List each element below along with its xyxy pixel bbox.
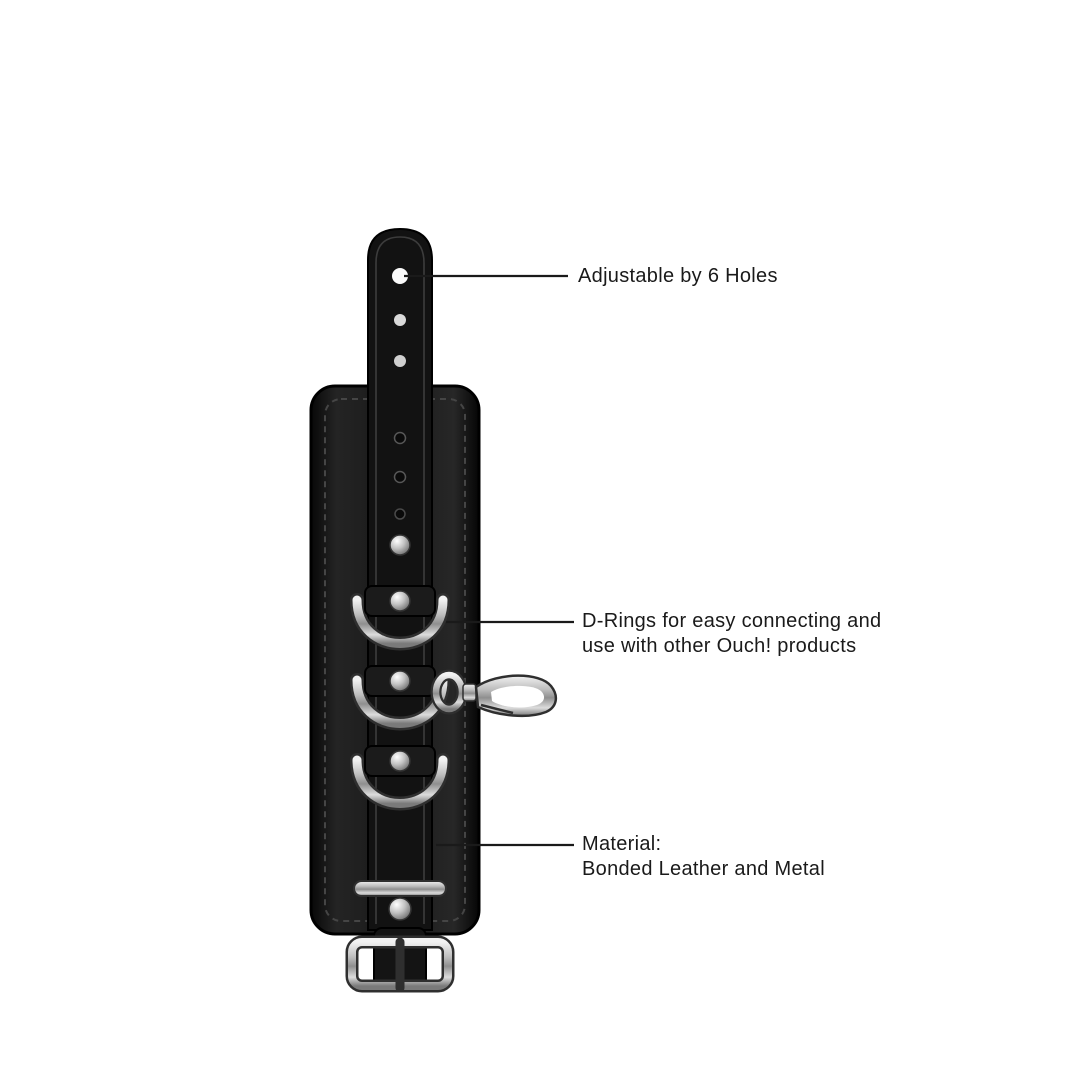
rivet [389, 750, 411, 772]
strap-hole [394, 314, 406, 326]
annotation-material: Material: Bonded Leather and Metal [582, 832, 825, 882]
annotation-d-rings: D-Rings for easy connecting and use with… [582, 609, 881, 659]
rivet [389, 670, 411, 692]
strap-hole [393, 431, 407, 445]
strap-hole [393, 470, 407, 484]
adjustable-strap [367, 227, 433, 931]
buckle [345, 880, 455, 993]
strap-hole [394, 508, 406, 520]
annotation-text-line: Adjustable by 6 Holes [578, 265, 778, 287]
strap-hole [394, 355, 406, 367]
d-ring-bottom [350, 753, 450, 811]
annotation-text-line: use with other Ouch! products [582, 635, 857, 657]
annotation-adjustable-holes: Adjustable by 6 Holes [578, 264, 778, 289]
annotation-text-line: Bonded Leather and Metal [582, 858, 825, 880]
strap-hole [392, 268, 408, 284]
annotation-text-line: D-Rings for easy connecting and [582, 610, 882, 632]
rivet [389, 590, 411, 612]
rivets [389, 534, 411, 772]
snap-hook [430, 669, 558, 718]
annotation-text-line: Material: [582, 833, 662, 855]
rivet [388, 897, 412, 921]
rivet [389, 534, 411, 556]
d-ring-top [350, 593, 450, 651]
strap-holes [392, 268, 408, 520]
leader-lines [404, 274, 574, 847]
